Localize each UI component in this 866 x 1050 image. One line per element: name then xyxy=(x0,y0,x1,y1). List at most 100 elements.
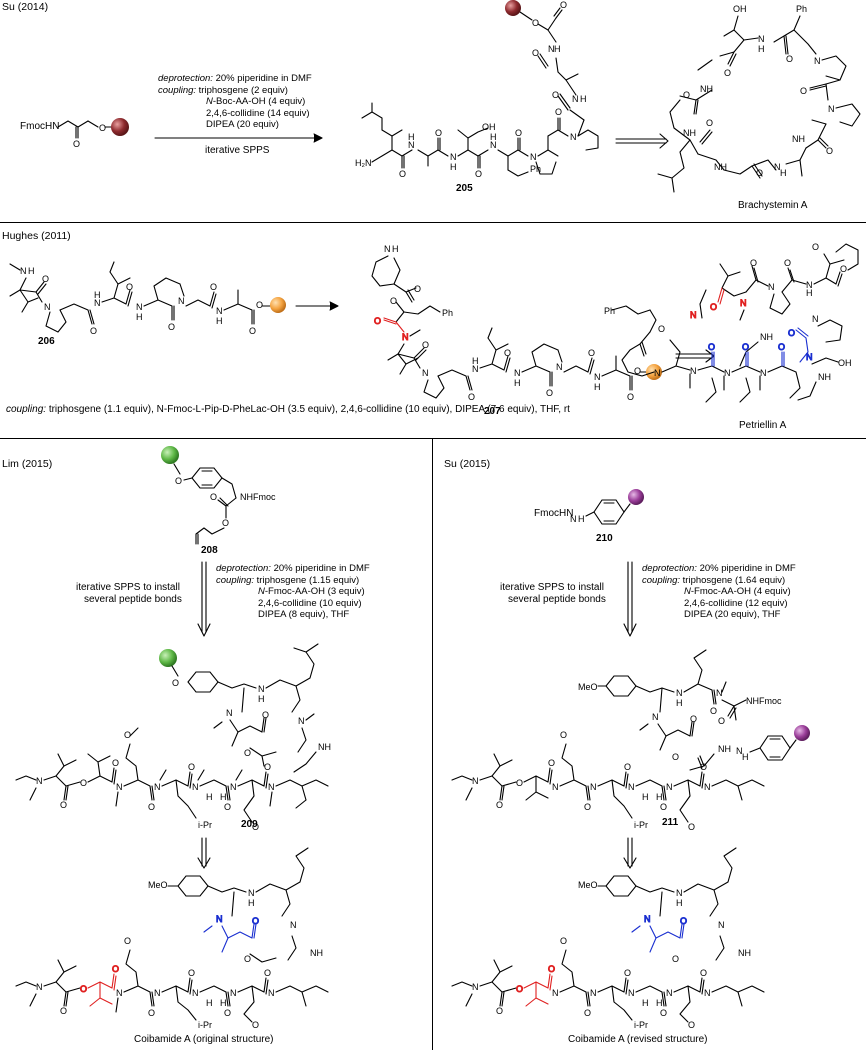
svg-text:H: H xyxy=(94,290,101,300)
compound-number-209: 209 xyxy=(241,819,258,830)
svg-text:H: H xyxy=(594,382,601,392)
resin-bead-green-icon xyxy=(161,446,179,464)
product-name-brachystemin-a: Brachystemin A xyxy=(738,200,808,211)
svg-text:N: N xyxy=(690,366,697,376)
svg-text:N: N xyxy=(178,296,185,306)
svg-text:O: O xyxy=(724,68,731,78)
svg-text:O: O xyxy=(688,822,695,832)
svg-text:O: O xyxy=(560,730,567,740)
svg-text:O: O xyxy=(516,984,523,994)
svg-text:O: O xyxy=(560,936,567,946)
svg-text:O: O xyxy=(548,758,555,768)
svg-text:O: O xyxy=(148,802,155,812)
svg-text:H: H xyxy=(450,162,457,172)
divider-top xyxy=(0,222,866,223)
svg-text:O: O xyxy=(584,1008,591,1018)
svg-text:Ph: Ph xyxy=(442,308,453,318)
divider-vertical xyxy=(432,438,433,1050)
svg-text:O: O xyxy=(688,1020,695,1030)
svg-text:H: H xyxy=(216,316,223,326)
svg-text:O: O xyxy=(672,752,679,762)
svg-text:O: O xyxy=(390,296,397,306)
svg-text:N: N xyxy=(572,94,579,104)
svg-text:N: N xyxy=(490,140,497,150)
svg-text:NH: NH xyxy=(683,128,696,138)
svg-text:N: N xyxy=(248,888,255,898)
svg-text:N: N xyxy=(552,782,559,792)
svg-text:N: N xyxy=(652,712,659,722)
svg-text:i-Pr: i-Pr xyxy=(634,820,648,830)
svg-text:O: O xyxy=(256,300,263,310)
svg-text:O: O xyxy=(112,964,119,974)
svg-text:N: N xyxy=(116,988,123,998)
svg-text:N: N xyxy=(828,104,835,114)
left-text-1: iterative SPPS to install xyxy=(500,582,604,593)
resin-bead-purple-icon xyxy=(628,489,644,505)
svg-text:N: N xyxy=(666,988,673,998)
svg-text:N: N xyxy=(192,782,199,792)
svg-text:H: H xyxy=(758,44,765,54)
svg-text:O: O xyxy=(710,302,717,312)
svg-text:N: N xyxy=(268,988,275,998)
svg-text:MeO: MeO xyxy=(578,682,598,692)
svg-text:O: O xyxy=(210,282,217,292)
start-label: FmocHN xyxy=(20,121,60,132)
svg-text:O: O xyxy=(468,392,475,402)
svg-text:N: N xyxy=(530,152,537,162)
svg-text:N: N xyxy=(758,34,765,44)
svg-text:N: N xyxy=(676,888,683,898)
svg-text:O: O xyxy=(672,954,679,964)
svg-text:O: O xyxy=(224,802,231,812)
svg-text:O: O xyxy=(683,90,690,100)
svg-text:N: N xyxy=(226,708,233,718)
svg-text:H: H xyxy=(676,698,683,708)
svg-text:OH: OH xyxy=(482,122,496,132)
svg-text:O: O xyxy=(188,762,195,772)
svg-text:O: O xyxy=(80,778,87,788)
svg-text:NH: NH xyxy=(760,332,773,342)
atom-o: O xyxy=(73,139,80,149)
svg-text:O: O xyxy=(124,936,131,946)
svg-text:N: N xyxy=(36,982,43,992)
svg-text:O: O xyxy=(90,326,97,336)
svg-text:NHFmoc: NHFmoc xyxy=(240,492,276,502)
svg-text:O: O xyxy=(222,518,229,528)
svg-text:N: N xyxy=(298,716,305,726)
svg-text:N: N xyxy=(716,688,723,698)
svg-text:H: H xyxy=(392,244,399,254)
svg-text:N: N xyxy=(94,298,101,308)
left-text-2: several peptide bonds xyxy=(508,594,606,605)
svg-text:O: O xyxy=(148,1008,155,1018)
svg-text:O: O xyxy=(624,762,631,772)
svg-text:N: N xyxy=(514,368,521,378)
svg-text:N: N xyxy=(450,152,457,162)
svg-text:N: N xyxy=(690,310,697,320)
svg-text:O: O xyxy=(124,730,131,740)
svg-text:N: N xyxy=(594,372,601,382)
svg-text:O: O xyxy=(112,758,119,768)
svg-text:N: N xyxy=(36,776,43,786)
svg-text:N: N xyxy=(590,782,597,792)
svg-text:O: O xyxy=(42,274,49,284)
resin-bead-orange-icon xyxy=(270,297,286,313)
svg-text:O: O xyxy=(658,324,665,334)
section-header: Su (2014) xyxy=(2,1,49,13)
svg-text:N: N xyxy=(472,776,479,786)
svg-text:O: O xyxy=(475,169,482,179)
svg-text:N: N xyxy=(760,368,767,378)
svg-text:O: O xyxy=(168,322,175,332)
svg-text:H: H xyxy=(206,792,213,802)
multistep-arrow xyxy=(197,837,211,869)
svg-text:N: N xyxy=(384,244,391,254)
svg-text:O: O xyxy=(175,476,182,486)
svg-text:O: O xyxy=(634,366,641,376)
svg-text:O: O xyxy=(188,968,195,978)
svg-text:O: O xyxy=(224,1008,231,1018)
svg-text:O: O xyxy=(435,128,442,138)
svg-text:O: O xyxy=(244,748,251,758)
svg-text:O: O xyxy=(706,118,713,128)
svg-text:O: O xyxy=(680,916,687,926)
svg-text:MeO: MeO xyxy=(578,880,598,890)
svg-text:O: O xyxy=(422,340,429,350)
